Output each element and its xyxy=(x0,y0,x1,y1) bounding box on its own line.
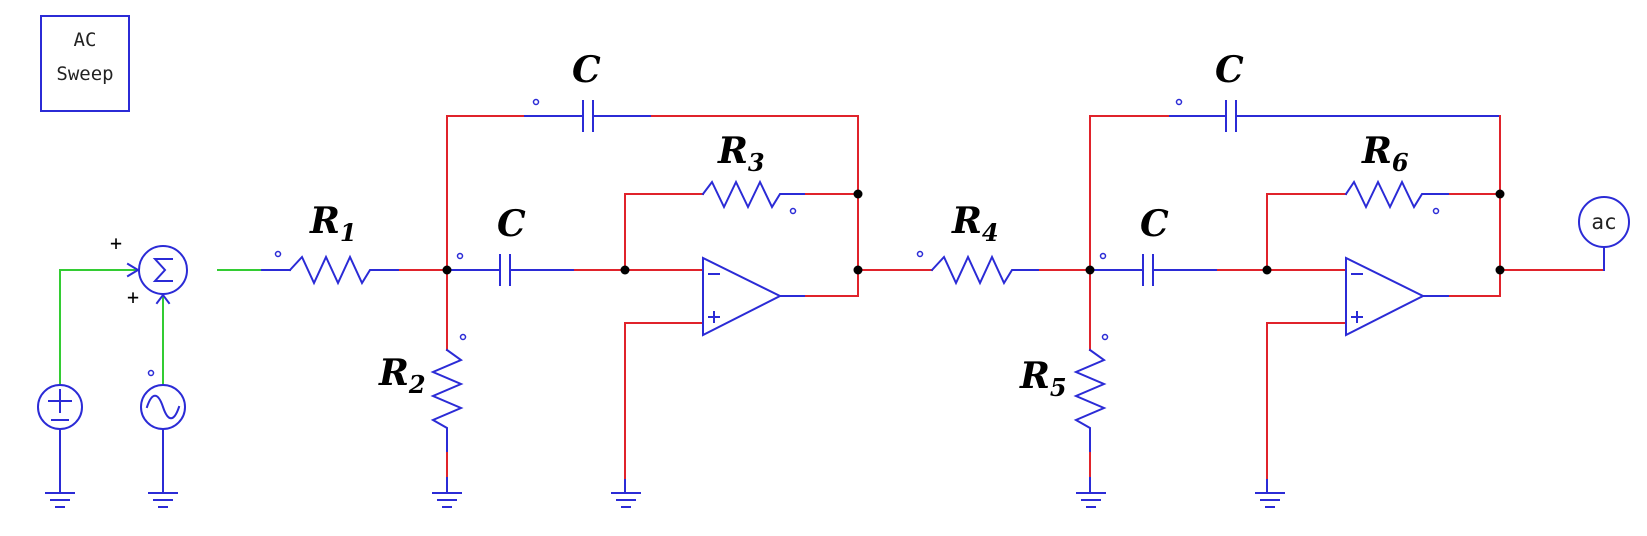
capacitor-c-mid-1 xyxy=(499,254,511,286)
label-c-top-1: C xyxy=(572,49,601,91)
label-r1: R1 xyxy=(310,203,357,245)
capacitor-c-top-2 xyxy=(1225,100,1237,132)
label-r1-sub: 1 xyxy=(339,218,357,247)
ground-symbols xyxy=(45,492,1285,508)
label-r3: R3 xyxy=(718,133,765,175)
resistor-r3 xyxy=(701,179,807,210)
label-r2: R2 xyxy=(379,355,426,397)
label-r4: R4 xyxy=(952,203,999,245)
label-c-mid-2: C xyxy=(1140,203,1169,245)
label-r6: R6 xyxy=(1362,133,1409,175)
dc-voltage-source xyxy=(37,384,83,430)
label-c-top-2: C xyxy=(1215,49,1244,91)
resistor-r5 xyxy=(1073,348,1107,454)
label-r5-sub: 5 xyxy=(1049,373,1067,402)
label-r3-sub: 3 xyxy=(747,148,765,177)
op-amp-1 xyxy=(702,256,783,337)
resistor-r6 xyxy=(1344,179,1451,210)
ac-probe-label: ac xyxy=(1591,210,1617,234)
ac-sweep-block[interactable]: AC Sweep xyxy=(40,15,130,112)
label-c-mid-1: C xyxy=(497,203,526,245)
label-r4-base: R xyxy=(952,200,982,242)
ac-probe[interactable]: ac xyxy=(1578,196,1630,248)
ac-voltage-source xyxy=(140,384,186,430)
label-r3-base: R xyxy=(718,130,748,172)
junction-nodes xyxy=(442,189,1505,275)
summer-sign-top: + xyxy=(110,231,123,255)
label-r5-base: R xyxy=(1020,355,1050,397)
op-amp-2 xyxy=(1345,256,1426,337)
label-r1-base: R xyxy=(310,200,340,242)
label-r5: R5 xyxy=(1020,358,1067,400)
label-r6-base: R xyxy=(1362,130,1392,172)
summing-junction xyxy=(126,245,188,305)
ac-sweep-line1: AC xyxy=(73,29,97,51)
ac-sweep-line2: Sweep xyxy=(56,63,114,85)
capacitor-c-top-1 xyxy=(582,100,594,132)
label-r2-sub: 2 xyxy=(408,370,426,399)
resistor-r2 xyxy=(430,348,464,454)
resistor-r1 xyxy=(288,254,401,286)
label-r2-base: R xyxy=(379,352,409,394)
capacitor-c-mid-2 xyxy=(1142,254,1154,286)
input-wires xyxy=(59,269,291,494)
resistor-r4 xyxy=(930,254,1041,286)
label-r4-sub: 4 xyxy=(981,218,999,247)
label-r6-sub: 6 xyxy=(1391,148,1409,177)
summer-sign-bottom: + xyxy=(127,285,140,309)
